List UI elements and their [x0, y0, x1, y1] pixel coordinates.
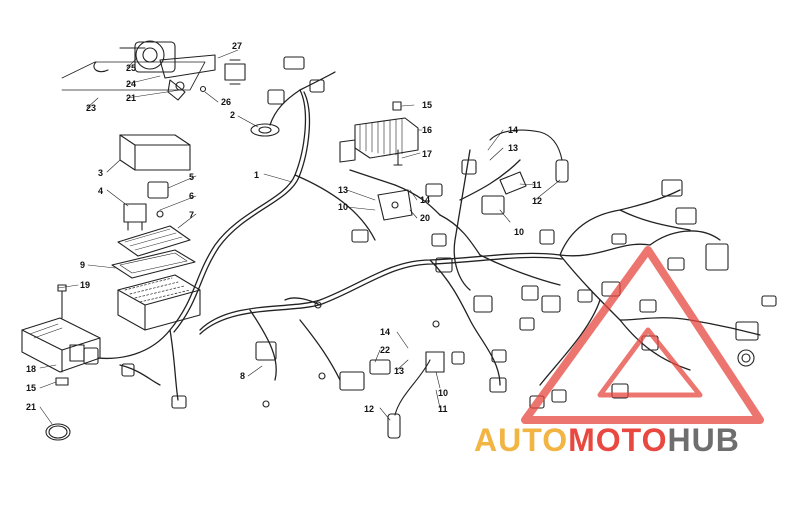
callout-19: 19	[80, 280, 90, 290]
relay-box-3	[119, 134, 191, 171]
watermark-auto: AUTO	[474, 422, 569, 458]
callout-22: 22	[380, 345, 390, 355]
bracket-20	[377, 189, 413, 221]
callout-3: 3	[98, 168, 103, 178]
callout-23: 23	[86, 103, 96, 113]
relay-5	[147, 181, 169, 199]
callout-26: 26	[221, 97, 231, 107]
clamp-21-left	[45, 423, 71, 441]
callout-16: 16	[422, 125, 432, 135]
callout-14-a: 14	[420, 195, 430, 205]
grommet-2	[250, 123, 280, 137]
regulator-assembly	[61, 40, 246, 101]
callout-21-top: 21	[126, 93, 136, 103]
callout-15-top: 15	[422, 100, 432, 110]
callout-11-a: 11	[532, 180, 542, 190]
callout-9: 9	[80, 260, 85, 270]
callout-24: 24	[126, 79, 136, 89]
bolt-19	[57, 284, 67, 319]
callout-21-left: 21	[26, 402, 36, 412]
callout-13-c: 13	[394, 366, 404, 376]
callout-12-a: 12	[532, 196, 542, 206]
sensor-11-top	[489, 129, 569, 195]
fuse-cover-7	[117, 225, 191, 257]
nut-15-top	[392, 101, 402, 111]
callout-2: 2	[230, 110, 235, 120]
callout-13-a: 13	[338, 185, 348, 195]
callout-8: 8	[240, 371, 245, 381]
main-harness	[97, 71, 761, 401]
callout-10-b: 10	[514, 227, 524, 237]
callout-5: 5	[189, 172, 194, 182]
leader-lines	[39, 49, 561, 425]
sensor-11-bottom	[387, 351, 445, 439]
gasket-9	[111, 249, 196, 279]
callout-labels: 1 2 3 4 5 6 7 8 9 10 10 10 11 11 12 12 1…	[26, 41, 542, 414]
bolt-17	[393, 149, 403, 166]
callout-25: 25	[126, 63, 136, 73]
callout-1: 1	[254, 170, 259, 180]
callout-13-b: 13	[508, 143, 518, 153]
relay-4	[123, 203, 164, 231]
fuse-block	[117, 274, 201, 331]
regulator-16	[339, 117, 419, 163]
callout-15-left: 15	[26, 383, 36, 393]
callout-4: 4	[98, 186, 103, 196]
callout-10-a: 10	[338, 202, 348, 212]
callout-17: 17	[422, 149, 432, 159]
callout-12-b: 12	[364, 404, 374, 414]
watermark-moto: MOTO	[568, 422, 668, 458]
callout-6: 6	[189, 191, 194, 201]
nut-15-left	[55, 377, 69, 386]
callout-14-c: 14	[380, 327, 390, 337]
watermark-triangle-icon	[521, 246, 764, 424]
watermark-logo: AUTOMOTOHUB	[474, 420, 740, 460]
callout-11-b: 11	[438, 404, 448, 414]
callout-27: 27	[232, 41, 242, 51]
callout-18: 18	[26, 364, 36, 374]
watermark-hub: HUB	[667, 422, 740, 458]
callout-7: 7	[189, 210, 194, 220]
callout-10-c: 10	[438, 388, 448, 398]
connectors	[83, 56, 777, 409]
callout-14-b: 14	[508, 125, 518, 135]
callout-20: 20	[420, 213, 430, 223]
